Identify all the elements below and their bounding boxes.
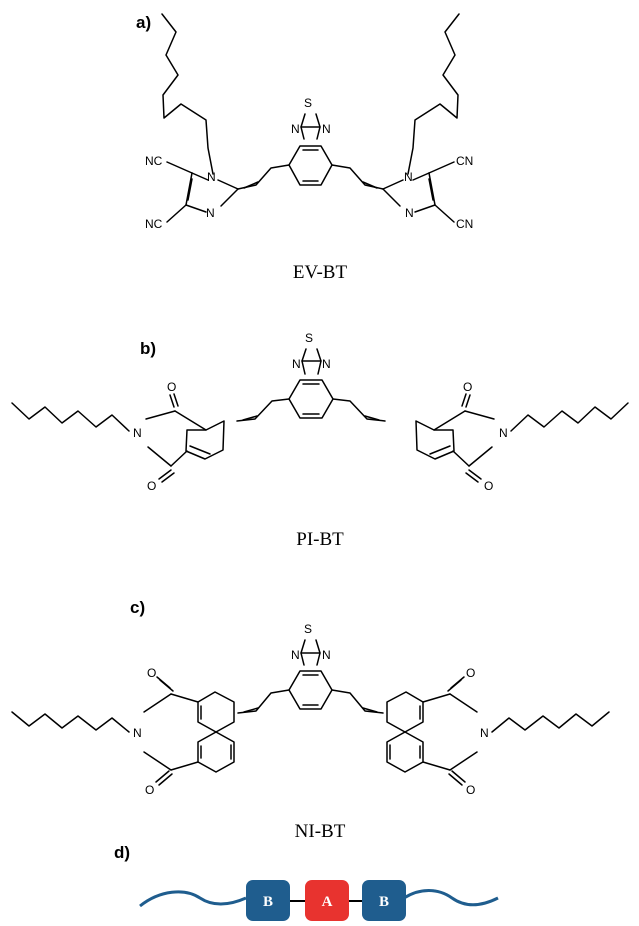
chain-left [139, 890, 247, 908]
block-a-label: A [322, 894, 333, 910]
atom-n: N [206, 206, 215, 220]
atom-cyano: CN [456, 154, 473, 168]
atom-n: N [404, 170, 413, 184]
atom-n: N [405, 206, 414, 220]
atom-cyano: NC [145, 154, 163, 168]
atom-o: O [463, 380, 472, 394]
atom-n: N [322, 122, 331, 136]
atom-n: N [133, 426, 142, 440]
caption-ev-bt: EV-BT [293, 262, 348, 283]
atom-s: S [305, 331, 313, 345]
atom-s: S [304, 622, 312, 636]
atom-o: O [167, 380, 176, 394]
block-b-right-label: B [379, 894, 389, 910]
atom-s: S [304, 96, 312, 110]
atom-o: O [484, 479, 493, 493]
atom-o: O [466, 666, 475, 680]
atom-n: N [133, 726, 142, 740]
block-b-left-label: B [263, 894, 273, 910]
panel-label-a: a) [136, 13, 151, 32]
bab-scheme: B A B [139, 880, 499, 921]
atom-n: N [292, 357, 301, 371]
atom-n: N [480, 726, 489, 740]
atom-n: N [291, 648, 300, 662]
chain-right [403, 889, 499, 907]
atom-o: O [145, 783, 154, 797]
atom-o: O [147, 666, 156, 680]
panel-label-d: d) [114, 843, 130, 862]
atom-cyano: CN [456, 217, 473, 231]
atom-n: N [322, 357, 331, 371]
atom-o: O [466, 783, 475, 797]
caption-ni-bt: NI-BT [295, 821, 346, 842]
caption-pi-bt: PI-BT [296, 529, 344, 550]
block-a [305, 880, 349, 921]
atom-n: N [207, 170, 216, 184]
structure-ni-bt [11, 639, 610, 786]
block-b-left [246, 880, 290, 921]
block-b-right [362, 880, 406, 921]
atom-o: O [147, 479, 156, 493]
structure-pi-bt [11, 348, 629, 483]
panel-label-b: b) [140, 339, 156, 358]
structure-ev-bt [161, 13, 460, 223]
panel-label-c: c) [130, 598, 145, 617]
atom-n: N [291, 122, 300, 136]
atom-cyano: NC [145, 217, 163, 231]
atom-n: N [322, 648, 331, 662]
atom-n: N [499, 426, 508, 440]
atom-labels: S N N N N N N NC NC CN CN S N N N N O O … [133, 96, 508, 797]
